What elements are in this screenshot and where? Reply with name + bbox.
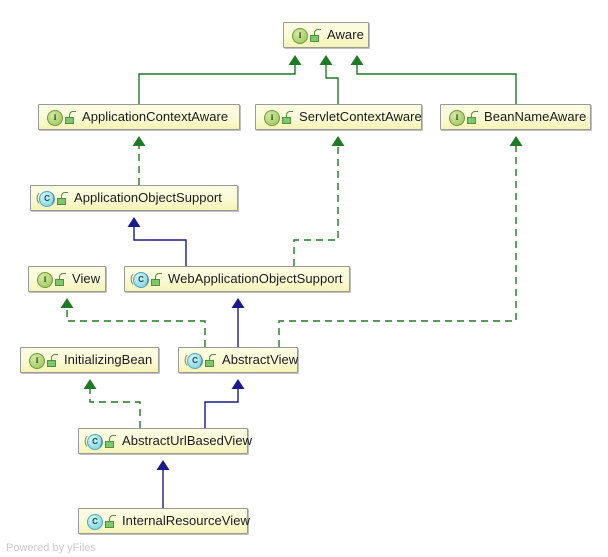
unlocked-padlock-icon (55, 272, 67, 286)
arrowhead-implements (132, 136, 146, 146)
uml-node-internal-resource-view[interactable]: C InternalResourceView (78, 508, 250, 534)
edge-bean-name-aware-to-aware (350, 55, 517, 104)
arrowhead-extends-class (231, 379, 245, 389)
uml-node-bean-name-aware[interactable]: I BeanNameAware (440, 104, 591, 130)
uml-node-abstract-url-based-view[interactable]: C AbstractUrlBasedView (78, 428, 252, 454)
badge-letter: C (87, 513, 103, 530)
interface-badge-icon: I (447, 109, 465, 126)
arrowhead-extends-interface (350, 55, 364, 65)
uml-node-initializing-bean[interactable]: I InitializingBean (20, 347, 159, 373)
uml-node-abstract-view[interactable]: C AbstractView (178, 347, 298, 373)
edge-internal-resource-view-to-abstract-url-based-view (156, 460, 170, 508)
uml-node-label: ApplicationContextAware (82, 109, 229, 124)
watermark-label: Powered by yFiles (6, 542, 96, 554)
badge-letter: I (29, 352, 45, 369)
uml-node-label: AbstractView (222, 352, 299, 367)
unlocked-padlock-icon (47, 353, 59, 367)
badge-letter: I (37, 271, 53, 288)
edge-web-application-object-support-to-servlet-context-aware (293, 136, 345, 266)
arrowhead-implements (331, 136, 345, 146)
uml-node-label: Aware (327, 27, 364, 42)
arrowhead-implements (83, 379, 97, 389)
badge-letter: C (133, 271, 149, 288)
interface-badge-icon: I (27, 352, 45, 369)
edge-application-context-aware-to-aware (138, 55, 302, 104)
edge-application-object-support-to-application-context-aware (132, 136, 146, 185)
edge-servlet-context-aware-to-aware (319, 55, 339, 104)
uml-node-label: WebApplicationObjectSupport (168, 271, 343, 286)
arrowhead-extends-interface (319, 55, 333, 65)
uml-node-web-application-object-support[interactable]: C WebApplicationObjectSupport (124, 266, 350, 292)
edge-abstract-url-based-view-to-abstract-view (204, 379, 245, 428)
interface-badge-icon: I (262, 109, 280, 126)
edge-web-application-object-support-to-application-object-support (127, 217, 187, 266)
arrowhead-extends-interface (288, 55, 302, 65)
unlocked-padlock-icon (65, 110, 77, 124)
arrowhead-implements (509, 136, 523, 146)
arrowhead-extends-class (156, 460, 170, 470)
badge-letter: I (449, 109, 465, 126)
uml-node-servlet-context-aware[interactable]: I ServletContextAware (255, 104, 422, 130)
class-badge-icon: C (184, 352, 203, 369)
class-badge-icon: C (84, 433, 103, 450)
unlocked-padlock-icon (205, 353, 217, 367)
unlocked-padlock-icon (151, 272, 163, 286)
class-badge-icon: C (130, 271, 149, 288)
edge-abstract-view-to-view (60, 298, 206, 347)
edge-abstract-view-to-bean-name-aware (278, 136, 523, 347)
edge-abstract-url-based-view-to-initializing-bean (83, 379, 141, 428)
unlocked-padlock-icon (310, 28, 322, 42)
unlocked-padlock-icon (467, 110, 479, 124)
unlocked-padlock-icon (57, 191, 69, 205)
unlocked-padlock-icon (105, 514, 117, 528)
badge-letter: I (47, 109, 63, 126)
badge-letter: C (39, 190, 55, 207)
uml-node-label: InternalResourceView (122, 513, 250, 528)
badge-letter: C (87, 433, 103, 450)
arrowhead-implements (60, 298, 74, 308)
class-badge-icon: C (85, 513, 103, 530)
uml-node-application-object-support[interactable]: C ApplicationObjectSupport (30, 185, 238, 211)
uml-node-application-context-aware[interactable]: I ApplicationContextAware (38, 104, 240, 130)
interface-badge-icon: I (45, 109, 63, 126)
unlocked-padlock-icon (282, 110, 294, 124)
class-badge-icon: C (36, 190, 55, 207)
uml-node-label: View (72, 271, 101, 286)
interface-badge-icon: I (290, 27, 308, 44)
uml-node-aware[interactable]: I Aware (283, 22, 369, 48)
arrowhead-extends-class (127, 217, 141, 227)
uml-node-view[interactable]: I View (28, 266, 106, 292)
interface-badge-icon: I (35, 271, 53, 288)
badge-letter: I (292, 27, 308, 44)
badge-letter: C (187, 352, 203, 369)
arrowhead-extends-class (231, 298, 245, 308)
uml-node-label: AbstractUrlBasedView (122, 433, 253, 448)
uml-node-label: ApplicationObjectSupport (74, 190, 222, 205)
uml-node-label: InitializingBean (64, 352, 153, 367)
uml-node-label: ServletContextAware (299, 109, 422, 124)
badge-letter: I (264, 109, 280, 126)
uml-node-label: BeanNameAware (484, 109, 587, 124)
unlocked-padlock-icon (105, 434, 117, 448)
edge-abstract-view-to-web-application-object-support (231, 298, 245, 347)
